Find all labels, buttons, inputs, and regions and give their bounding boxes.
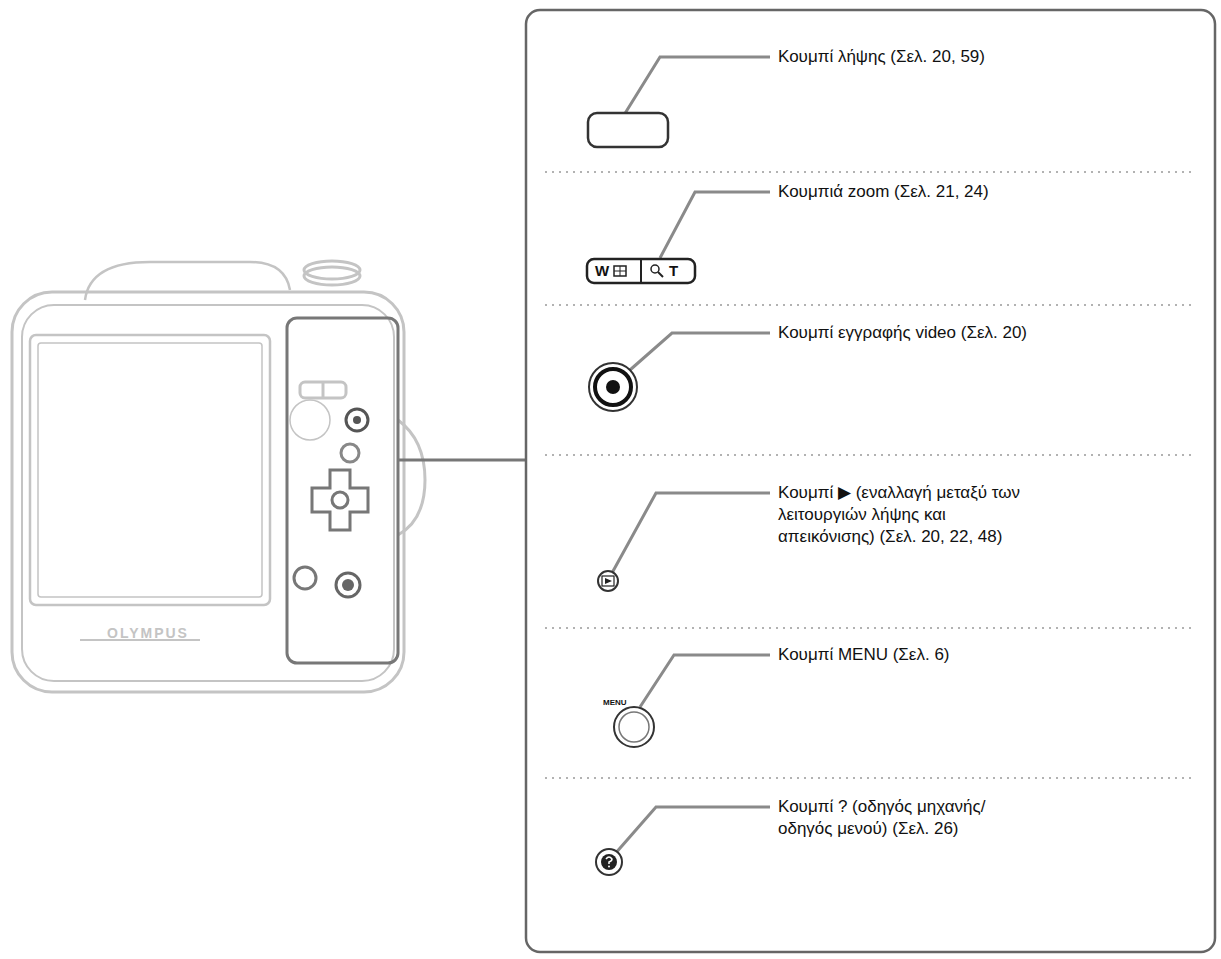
camera-body [12,261,425,692]
record-icon [589,363,637,411]
playback-icon [598,571,618,591]
leader-line [612,57,770,855]
shutter-icon [588,113,668,147]
icon-letter: T [669,261,678,280]
menu-icon [614,707,654,747]
part-label: Κουμπί λήψης (Σελ. 20, 59) [778,46,1178,68]
icon-letter: W [595,261,609,280]
zoom-icon [587,259,695,283]
part-label: Κουμπί ▶ (εναλλαγή μεταξύ των λειτουργιώ… [778,482,1040,548]
brand-mark: OLYMPUS [88,624,208,642]
part-label: Κουμπί εγγραφής video (Σελ. 20) [778,322,1178,344]
highlight-box [287,318,398,663]
help-icon [596,849,622,875]
icon-caption: MENU [603,697,627,709]
leader-line [398,459,526,462]
part-label: Κουμπιά zoom (Σελ. 21, 24) [778,181,1178,203]
part-label: Κουμπί ? (οδηγός μηχανής/ οδηγός μενού) … [778,796,1008,840]
row-separator [545,172,1195,778]
callout-panel [526,10,1215,952]
part-label: Κουμπί MENU (Σελ. 6) [778,644,1178,666]
